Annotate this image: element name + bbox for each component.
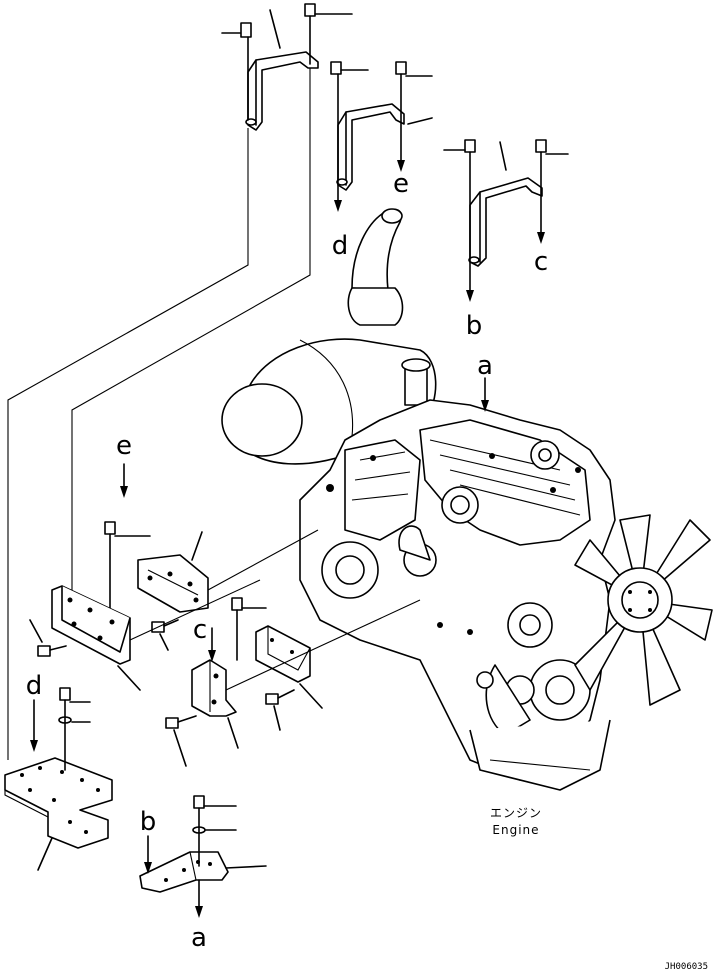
center-bracket: [191, 659, 239, 749]
slotted-bracket: [137, 531, 209, 613]
callout-letter-c-top: c: [534, 247, 548, 277]
bolt-upper-2a: [330, 61, 369, 212]
angle-bracket-left: [51, 585, 141, 691]
upper-bracket-3: [468, 141, 543, 267]
bolt-upper-1b: [304, 3, 353, 65]
leader-line-2: [71, 68, 311, 592]
callout-letter-c-center: c: [193, 615, 207, 645]
bolt-bottom: [192, 795, 237, 918]
bolt-upper-3b: [535, 139, 569, 244]
base-plate-bottom: [139, 851, 267, 893]
base-plate-left: [4, 757, 113, 871]
angle-plate-right: [255, 625, 323, 709]
bolt-left-1: [29, 619, 67, 657]
figure-code: JH006035: [665, 962, 708, 972]
upper-bracket-1: [245, 9, 319, 131]
callout-letter-e-top: e: [393, 169, 409, 199]
bolt-b: [144, 835, 152, 874]
connect-line-2: [225, 599, 421, 691]
bolt-upper-1a: [221, 22, 252, 121]
callout-letter-d-left: d: [26, 671, 43, 701]
callout-letter-e-left: e: [116, 431, 132, 461]
callout-letter-a-engine: a: [477, 351, 493, 381]
bolt-left-2: [151, 619, 179, 651]
bolt-center-left: [165, 715, 197, 767]
engine-label-en: Engine: [492, 823, 539, 837]
callout-letter-b-bottom: b: [140, 807, 157, 837]
engine-label-jp: エンジン: [490, 806, 542, 820]
engine-assembly: [221, 208, 713, 791]
callout-letter-b-top: b: [466, 311, 483, 341]
connect-line-1: [207, 529, 319, 591]
bolt-upper-3a: [443, 139, 476, 302]
cooling-fan: [574, 514, 713, 706]
callout-letter-d-top: d: [332, 231, 349, 261]
bolt-plate-left: [30, 687, 91, 771]
connect-line-3: [129, 579, 261, 641]
bolt-upper-2b: [395, 61, 433, 172]
leader-line-1: [7, 128, 249, 760]
upper-bracket-2: [336, 103, 433, 191]
bolt-c: [208, 597, 267, 662]
callout-letter-a-bottom: a: [191, 923, 207, 953]
bolt-center-right: [265, 689, 295, 731]
